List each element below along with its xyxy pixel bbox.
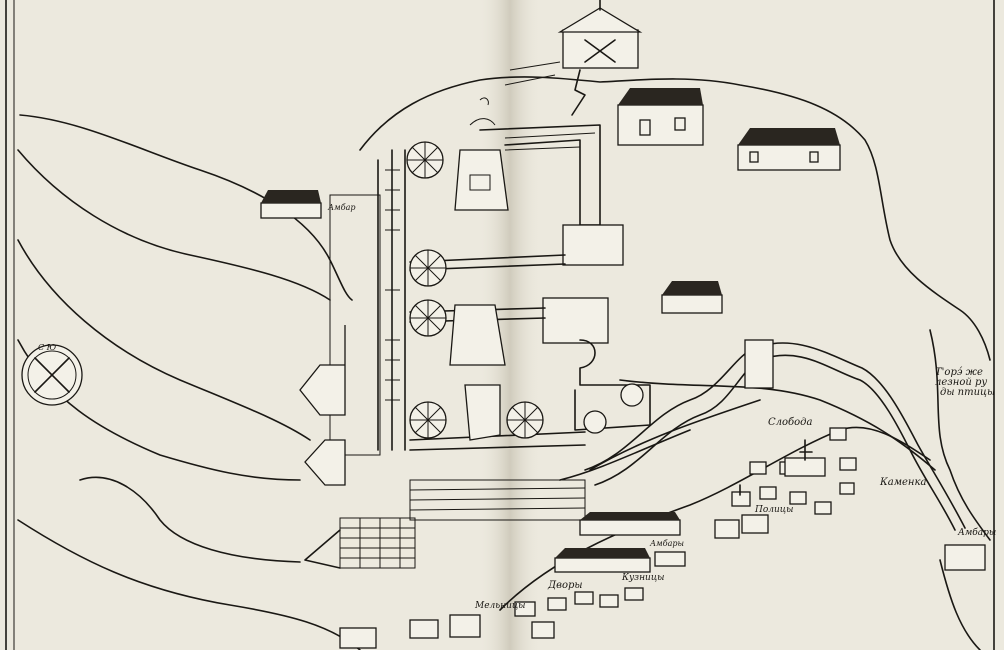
label-torez-2: лезной ру — [935, 377, 987, 388]
small-shed — [654, 551, 686, 567]
label-dvory: Дворы — [547, 580, 583, 591]
terrain-outlines — [17, 76, 991, 650]
label-ambary: Амбары — [649, 539, 684, 548]
right-mill — [944, 544, 986, 571]
label-torez-3: ды птицы — [940, 387, 995, 398]
map-frame — [5, 0, 995, 650]
label-ambary-right: Амбары — [957, 527, 996, 538]
bridge-tower — [744, 339, 774, 389]
map-labels: Т'орэ́ же лезной ру ды птицы Слобода Кам… — [38, 203, 996, 611]
ironworks-complex — [299, 97, 651, 569]
compass-letters: С Ю — [38, 343, 57, 352]
label-ambar: Амбар — [327, 203, 355, 212]
barracks-1 — [579, 512, 681, 536]
label-sloboda: Слобода — [768, 417, 813, 428]
label-torez-1: Т'орэ́ же — [935, 367, 983, 378]
tower-building — [504, 0, 643, 116]
house-4 — [661, 281, 723, 314]
house-3 — [260, 190, 322, 219]
barracks-2 — [554, 548, 651, 573]
house-1 — [617, 88, 704, 146]
buildings — [260, 88, 986, 573]
label-politsy: Полицы — [754, 505, 793, 515]
house-2 — [737, 128, 841, 171]
label-melnitsy: Мельницы — [474, 601, 526, 611]
village-cottages — [339, 427, 857, 649]
label-kamenka: Каменка — [879, 477, 926, 488]
compass-rose — [21, 344, 83, 406]
stream — [584, 342, 966, 531]
label-kuznitsy: Кузницы — [621, 573, 664, 583]
